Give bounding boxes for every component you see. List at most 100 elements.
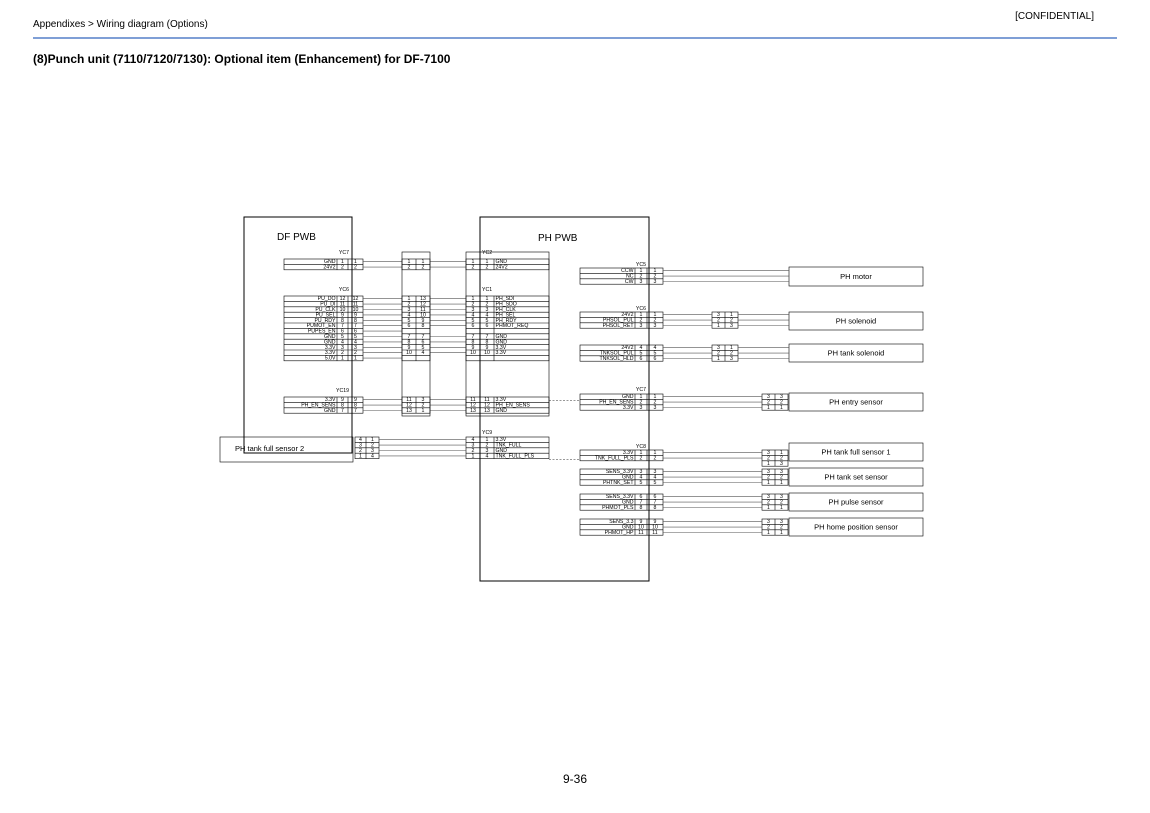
df-conn-yc6-cell: PU_CLK <box>315 307 336 313</box>
device-pins-cell: 1 <box>767 505 770 511</box>
relay-conn-cell: 2 <box>408 265 411 271</box>
df-conn-yc6-cell: 9 <box>341 312 344 318</box>
df-conn-yc19-cell: 3.3V <box>325 397 336 403</box>
device-pins-cell: 2 <box>767 400 770 406</box>
ph-right-conn-cell: GND <box>622 475 634 481</box>
device-pins-cell: 1 <box>767 530 770 536</box>
ph-right-conn-cell: 3 <box>640 279 643 285</box>
df-conn-yc19-cell: 9 <box>354 397 357 403</box>
ph-right-conn-cell: 9 <box>640 519 643 525</box>
device-pins-cell: 3 <box>767 494 770 500</box>
ph-right-conn-cell: 10 <box>652 525 658 531</box>
df-conn-yc19-cell: GND <box>324 408 336 414</box>
ph-right-conn-cell: 6 <box>654 494 657 500</box>
device-label: PH solenoid <box>836 317 876 326</box>
connector-name: YC8 <box>636 444 646 450</box>
page-number: 9-36 <box>562 772 588 786</box>
ph-left-conn-cell: 9 <box>486 345 489 351</box>
ph-left-conn-cell: 11 <box>470 397 475 403</box>
device-label: PH home position sensor <box>814 523 898 532</box>
ph-right-conn-cell: 3 <box>654 469 657 475</box>
df-conn-yc6-cell: 8 <box>341 318 344 324</box>
device-pins-cell: 3 <box>767 394 770 400</box>
relay-conn-cell: 5 <box>422 345 425 351</box>
device-pins-cell: 3 <box>767 519 770 525</box>
ph-left-conn-cell: 10 <box>470 350 476 356</box>
df-conn-yc19-cell: 7 <box>341 408 344 414</box>
device-pins-cell: 2 <box>767 456 770 462</box>
device-pins-cell: 3 <box>717 312 720 318</box>
ph-right-conn-cell: 8 <box>640 505 643 511</box>
ph-yc9-conn-cell: GND <box>496 448 508 454</box>
device-pins-cell: 2 <box>730 318 733 324</box>
device-pins-cell: 3 <box>780 394 783 400</box>
device-pins-cell: 2 <box>780 475 783 481</box>
df-conn-yc7-cell: GND <box>324 259 336 265</box>
device-pins-cell: 1 <box>780 405 783 411</box>
tank-sensor-2-pins-cell: 1 <box>359 453 362 459</box>
ph-right-conn-cell: 5 <box>654 480 657 486</box>
tank-sensor-2-pins-cell: 1 <box>371 437 374 443</box>
ph-right-conn-cell: 4 <box>640 345 643 351</box>
df-conn-yc6-cell: 1 <box>354 356 357 362</box>
relay-conn-cell: 1 <box>422 408 425 414</box>
df-conn-yc6-cell: GND <box>324 334 336 340</box>
relay-conn-cell: 3 <box>422 397 425 403</box>
df-conn-yc6-cell: 1 <box>341 356 344 362</box>
breadcrumb: Appendixes > Wiring diagram (Options) <box>33 19 208 30</box>
relay-conn-cell: 2 <box>422 403 425 409</box>
ph-yc9-conn-cell: 1 <box>472 453 475 459</box>
ph-left-frame <box>465 251 550 417</box>
ph-right-conn-cell: 2 <box>654 456 657 462</box>
ph-left-conn-cell: PH_CLK <box>496 307 517 313</box>
ph-right-conn-cell: 4 <box>640 475 643 481</box>
ph-yc9-conn-cell: 3 <box>486 448 489 454</box>
relay-frame <box>401 251 431 417</box>
ph-left-conn-cell: 24V2 <box>496 265 508 271</box>
ph-right-conn-cell: 8 <box>654 505 657 511</box>
relay-conn-cell: 11 <box>406 397 411 403</box>
ph-right-conn-cell: SENS_3.3V <box>606 494 634 500</box>
ph-left-conn-cell: 2 <box>472 265 475 271</box>
relay-conn-cell: 4 <box>422 350 425 356</box>
ph-left-conn-cell: 5 <box>486 318 489 324</box>
ph-right-conn-cell: 2 <box>654 274 657 280</box>
ph-left-conn-cell: GND <box>496 334 508 340</box>
ph-yc9-conn-cell: 2 <box>486 443 489 449</box>
relay-conn-cell: 5 <box>408 318 411 324</box>
relay-conn-cell: 8 <box>422 323 425 329</box>
ph-left-conn-cell: PH_SDO <box>496 302 517 308</box>
relay-conn-cell: 1 <box>408 296 411 302</box>
ph-right-conn-cell: 1 <box>654 312 657 318</box>
ph-right-conn-cell: 3 <box>654 405 657 411</box>
ph-right-conn-cell: 5 <box>640 351 643 357</box>
df-conn-yc7-cell: 1 <box>354 259 357 265</box>
device-pins-cell: 1 <box>780 530 783 536</box>
df-conn-yc6-cell: 2 <box>354 350 357 356</box>
relay-conn-cell: 4 <box>408 312 411 318</box>
ph-right-conn-cell: 1 <box>654 450 657 456</box>
tank-sensor-2-pins-cell: 4 <box>371 453 374 459</box>
ph-right-conn-cell: 2 <box>640 274 643 280</box>
ph-left-conn-cell: 6 <box>472 323 475 329</box>
device-label: PH pulse sensor <box>828 498 884 507</box>
connector-name: YC7 <box>636 387 646 393</box>
relay-conn-cell: 9 <box>422 318 425 324</box>
ph-right-conn-cell: 4 <box>654 475 657 481</box>
device-pins-cell: 1 <box>780 450 783 456</box>
df-conn-yc19-cell: 8 <box>341 403 344 409</box>
relay-conn-cell: 13 <box>420 296 426 302</box>
relay-conn-cell: 11 <box>420 307 425 313</box>
ph-right-conn-cell: 24V2 <box>621 345 633 351</box>
df-conn-yc6-cell: PU_RDY <box>314 318 336 324</box>
df-conn-yc6-cell: 10 <box>353 307 359 313</box>
ph-right-conn-cell: 24V2 <box>621 312 633 318</box>
df-pwb-box <box>243 216 353 454</box>
device-pins-cell: 1 <box>717 323 720 329</box>
ph-left-conn-cell: PH_SEL <box>496 312 516 318</box>
df-conn-yc6-cell: PU_SEL <box>316 312 336 318</box>
ph-yc9-conn-cell: TNK_FULL <box>496 443 522 449</box>
df-conn-yc7-cell: 1 <box>341 259 344 265</box>
ph-right-conn-cell: 3 <box>640 323 643 329</box>
ph-left-conn-cell: 1 <box>486 259 489 265</box>
